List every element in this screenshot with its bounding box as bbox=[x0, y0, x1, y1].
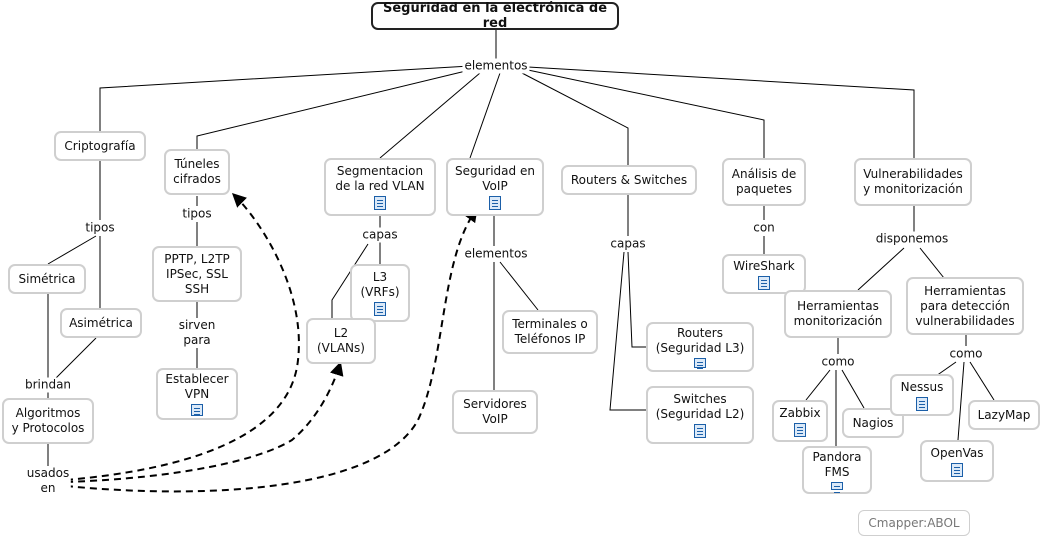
line-asimetrica-brindan bbox=[55, 337, 97, 379]
line-como-zabbix bbox=[805, 369, 831, 401]
document-icon[interactable] bbox=[374, 196, 386, 210]
node-lazymap[interactable]: LazyMap bbox=[968, 400, 1040, 430]
node-openvas[interactable]: OpenVas bbox=[920, 440, 994, 482]
watermark-cmapper: Cmapper:ABOL bbox=[858, 510, 970, 536]
node-tuneles-cifrados[interactable]: Túneles cifrados bbox=[164, 149, 230, 195]
line-routers bbox=[519, 71, 629, 166]
link-label-con: con bbox=[751, 220, 777, 236]
root-title-node[interactable]: Seguridad en la electrónica de red bbox=[371, 1, 619, 31]
line-como-nagios bbox=[841, 369, 865, 409]
link-label-capas: capas bbox=[360, 227, 400, 243]
line-seguridad-voip bbox=[469, 72, 501, 159]
document-icon[interactable] bbox=[831, 482, 843, 490]
line-capas-l2 bbox=[331, 243, 369, 318]
node-simetrica[interactable]: Simétrica bbox=[8, 264, 86, 294]
line-elementos-terminales bbox=[499, 261, 539, 311]
node-pandora-fms[interactable]: Pandora FMS bbox=[802, 446, 872, 494]
link-label-tipos: tipos bbox=[180, 206, 214, 222]
document-icon[interactable] bbox=[758, 275, 770, 290]
link-label-brindan: brindan bbox=[22, 377, 74, 393]
node-algoritmos-protocolos[interactable]: Algoritmos y Protocolos bbox=[2, 398, 94, 444]
link-label-capas: capas bbox=[608, 236, 648, 252]
node-routers-l3[interactable]: Routers (Seguridad L3) bbox=[646, 322, 754, 372]
node-vulnerabilidades[interactable]: Vulnerabilidades y monitorización bbox=[854, 158, 972, 206]
link-label-tipos: tipos bbox=[83, 220, 117, 236]
node-seguridad-voip[interactable]: Seguridad en VoIP bbox=[446, 158, 544, 216]
line-vulnerab bbox=[527, 66, 915, 158]
node-switches-l2[interactable]: Switches (Seguridad L2) bbox=[646, 386, 754, 444]
link-label-disponemos: disponemos bbox=[873, 231, 951, 247]
document-icon[interactable] bbox=[951, 462, 963, 477]
document-icon[interactable] bbox=[694, 358, 706, 368]
arrow-to-tuneles bbox=[65, 193, 300, 481]
node-zabbix[interactable]: Zabbix bbox=[772, 400, 828, 442]
arrow-to-voip bbox=[65, 207, 478, 493]
document-icon[interactable] bbox=[916, 396, 928, 411]
line-capas-switches bbox=[609, 251, 646, 411]
line-tipos-simetrica bbox=[47, 235, 97, 265]
node-criptografia[interactable]: Criptografía bbox=[54, 131, 146, 161]
line-disp-monit bbox=[857, 247, 905, 291]
line-como-nessus bbox=[935, 361, 957, 377]
node-terminales[interactable]: Terminales o Teléfonos IP bbox=[502, 310, 598, 354]
node-analisis-paquetes[interactable]: Análisis de paquetes bbox=[722, 158, 806, 206]
link-label-sirven-para: sirven para bbox=[176, 318, 218, 348]
node-servidores-voip[interactable]: Servidores VoIP bbox=[452, 390, 538, 434]
line-como-lazymap bbox=[969, 361, 995, 401]
line-disp-detec bbox=[919, 247, 945, 279]
document-icon[interactable] bbox=[694, 424, 706, 438]
document-icon[interactable] bbox=[489, 196, 501, 210]
link-label-como: como bbox=[819, 354, 857, 370]
line-capas-routers bbox=[627, 251, 646, 348]
node-herramientas-monitorizacion[interactable]: Herramientas monitorización bbox=[784, 290, 892, 338]
node-nessus[interactable]: Nessus bbox=[890, 374, 954, 416]
line-analisis bbox=[527, 69, 765, 158]
node-herramientas-deteccion[interactable]: Herramientas para detección vulnerabilid… bbox=[906, 277, 1024, 335]
link-label-elementos: elementos bbox=[462, 246, 530, 262]
node-l3-vrfs[interactable]: L3 (VRFs) bbox=[350, 264, 410, 322]
line-tuneles bbox=[196, 69, 471, 150]
document-icon[interactable] bbox=[794, 422, 806, 437]
node-asimetrica[interactable]: Asimétrica bbox=[60, 308, 142, 338]
line-segmentacion bbox=[379, 72, 481, 159]
link-label-elementos: elementos bbox=[462, 58, 530, 74]
node-pptp-l2tp[interactable]: PPTP, L2TP IPSec, SSL SSH bbox=[152, 246, 242, 302]
root-title: Seguridad en la electrónica de red bbox=[382, 1, 608, 31]
node-establecer-vpn[interactable]: Establecer VPN bbox=[156, 368, 238, 420]
link-label-usados-en: usados en bbox=[24, 466, 72, 496]
node-wireshark[interactable]: WireShark bbox=[722, 254, 806, 294]
document-icon[interactable] bbox=[191, 404, 203, 416]
node-routers-switches[interactable]: Routers & Switches bbox=[561, 165, 697, 195]
node-segmentacion-vlan[interactable]: Segmentacion de la red VLAN bbox=[324, 158, 436, 216]
line-como-openvas bbox=[957, 361, 965, 441]
line-criptografia bbox=[99, 65, 471, 132]
node-l2-vlans[interactable]: L2 (VLANs) bbox=[306, 318, 376, 364]
link-label-como: como bbox=[947, 346, 985, 362]
document-icon[interactable] bbox=[374, 302, 386, 316]
